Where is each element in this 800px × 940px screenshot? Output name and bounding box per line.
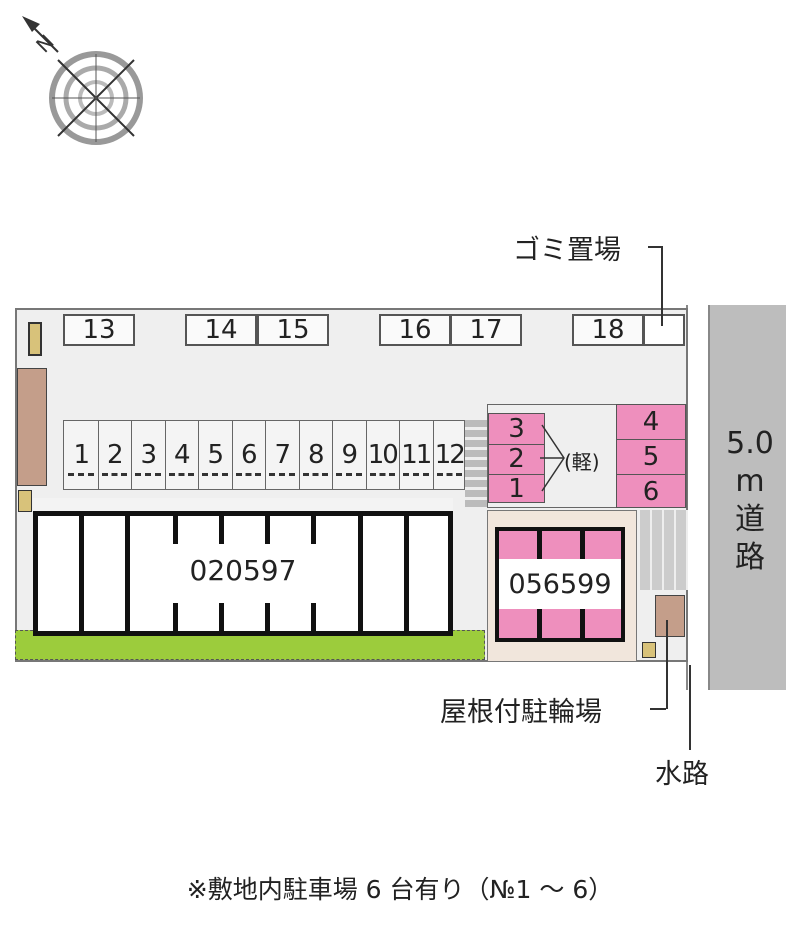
parking-line — [269, 473, 295, 476]
parking-15: 15 — [257, 314, 329, 346]
building-020597: 020597 — [33, 511, 453, 636]
parking-13: 13 — [63, 314, 135, 346]
building-id: 056599 — [499, 559, 621, 609]
parking-3: 3 — [489, 414, 544, 445]
parking-18: 18 — [572, 314, 644, 346]
road — [710, 305, 786, 690]
parking-2: 2 — [489, 444, 544, 475]
parking-5: 5 — [617, 439, 685, 475]
building-056599: 056599 — [495, 527, 625, 642]
meter-box — [28, 322, 42, 356]
parking-number: 10 — [367, 440, 399, 470]
meter-box — [642, 642, 656, 658]
bracket-arrow — [540, 424, 565, 492]
parking-17: 17 — [450, 314, 522, 346]
parking-number: 7 — [274, 440, 290, 470]
parking-9: 9 — [332, 421, 367, 489]
balcony-units — [33, 498, 453, 512]
parking-1: 1 — [508, 474, 525, 504]
parking-number: 9 — [341, 440, 357, 470]
brick-wall — [465, 420, 487, 510]
parking-standard: 4 5 6 — [616, 404, 686, 508]
parking-line — [101, 473, 127, 476]
waterway — [686, 305, 710, 690]
parking-7: 7 — [265, 421, 300, 489]
parking-line — [202, 473, 228, 476]
parking-6: 6 — [232, 421, 266, 489]
meter-box — [18, 490, 32, 512]
parking-line — [135, 473, 161, 476]
parking-8: 8 — [299, 421, 333, 489]
parking-line — [235, 473, 261, 476]
bicycle-parking-label: 屋根付駐輪場 — [440, 697, 602, 728]
parking-2: 2 — [98, 421, 132, 489]
parking-14: 14 — [185, 314, 257, 346]
parking-11: 11 — [399, 421, 434, 489]
north-label: N — [31, 30, 59, 58]
parking-4: 4 — [165, 421, 199, 489]
parking-number: 12 — [434, 440, 466, 470]
garbage-area — [643, 314, 685, 346]
parking-line — [68, 473, 94, 476]
compass-icon: N — [22, 16, 143, 145]
garbage-label: ゴミ置場 — [513, 235, 621, 266]
parking-number: 6 — [240, 440, 257, 470]
parking-line — [403, 473, 429, 476]
parking-6: 6 — [642, 476, 660, 507]
parking-number: 1 — [73, 440, 89, 470]
parking-kei: 3 2 1 — [488, 413, 545, 504]
parking-line — [302, 473, 328, 476]
parking-4: 4 — [617, 405, 685, 440]
parking-number: 11 — [401, 440, 432, 470]
parking-3: 3 — [131, 421, 166, 489]
parking-number: 8 — [307, 440, 324, 470]
parking-5: 5 — [198, 421, 233, 489]
footer-note: ※敷地内駐車場 6 台有り（№1 ～ 6） — [186, 875, 614, 904]
waterway-label: 水路 — [655, 759, 709, 790]
parking-line — [168, 473, 194, 476]
parking-number: 5 — [207, 440, 223, 470]
parking-10: 10 — [366, 421, 400, 489]
bike-shelter — [17, 368, 47, 486]
parking-line — [369, 473, 395, 476]
parking-number: 3 — [140, 440, 156, 470]
parking-12: 12 — [433, 421, 467, 489]
parking-16: 16 — [379, 314, 451, 346]
parking-line — [436, 473, 462, 476]
parking-number: 4 — [173, 440, 190, 470]
building-id: 020597 — [189, 554, 297, 587]
kei-note: (軽) — [564, 450, 600, 474]
parking-number: 2 — [106, 440, 123, 470]
entrance-path — [640, 510, 688, 590]
parking-1: 1 — [64, 421, 99, 489]
bicycle-shelter — [655, 595, 685, 637]
parking-line — [336, 473, 362, 476]
